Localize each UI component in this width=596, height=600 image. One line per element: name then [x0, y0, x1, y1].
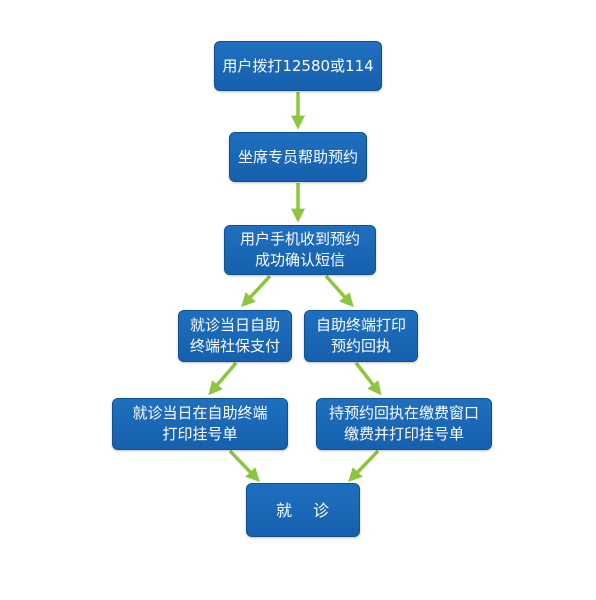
step-agent-booking: 坐席专员帮助预约: [229, 132, 367, 182]
step-kiosk-print-receipt: 自助终端打印 预约回执: [304, 310, 418, 362]
arrow-window-to-consultation: [348, 449, 380, 483]
arrow-sms-to-payment: [241, 274, 272, 308]
step-same-day-kiosk-payment: 就诊当日自助 终端社保支付: [178, 310, 292, 362]
step-same-day-kiosk-payment-line-1: 就诊当日自助: [189, 316, 280, 334]
step-sms-confirmation-line-1: 用户手机收到预约: [239, 230, 360, 248]
step-kiosk-print-receipt-line-2: 预约回执: [330, 337, 391, 355]
arrow-payment-to-kiosk: [208, 361, 238, 396]
step-kiosk-print-ticket-line-1: 就诊当日在自助终端: [132, 404, 268, 422]
step-window-pay-and-print-line-1: 持预约回执在缴费窗口: [328, 404, 479, 422]
step-window-pay-and-print-line-2: 缴费并打印挂号单: [343, 425, 464, 443]
arrow-kiosk-to-consultation: [228, 449, 260, 483]
step-dial-hotline-line-1: 用户拨打12580或114: [222, 56, 374, 75]
arrow-sms-to-receipt: [324, 274, 354, 308]
step-consultation: 就 诊: [246, 483, 360, 537]
step-sms-confirmation: 用户手机收到预约 成功确认短信: [224, 225, 376, 275]
step-kiosk-print-ticket: 就诊当日在自助终端 打印挂号单: [112, 398, 288, 450]
step-consultation-label: 就 诊: [275, 500, 331, 520]
arrow-receipt-to-window: [354, 361, 382, 396]
step-agent-booking-line-1: 坐席专员帮助预约: [237, 147, 358, 166]
step-kiosk-print-ticket-line-2: 打印挂号单: [162, 425, 238, 443]
step-sms-confirmation-line-2: 成功确认短信: [254, 251, 345, 269]
step-kiosk-print-receipt-line-1: 自助终端打印: [315, 316, 406, 334]
step-dial-hotline: 用户拨打12580或114: [214, 41, 382, 91]
step-window-pay-and-print: 持预约回执在缴费窗口 缴费并打印挂号单: [316, 398, 492, 450]
step-same-day-kiosk-payment-line-2: 终端社保支付: [189, 337, 280, 355]
